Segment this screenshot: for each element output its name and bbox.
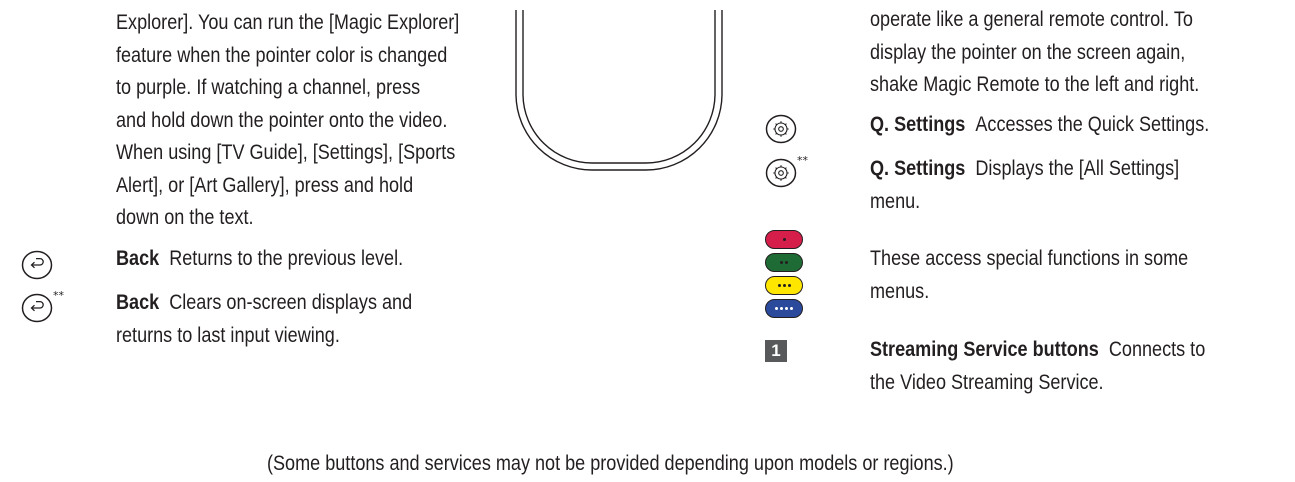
text-line: operate like a general remote control. T…: [870, 8, 1193, 31]
text-line: display the pointer on the screen again,: [870, 40, 1186, 64]
streaming-label: Streaming Service buttons: [870, 338, 1099, 361]
back-icon: [21, 293, 53, 323]
qsettings-longpress-item: Q. Settings Displays the [All Settings] …: [870, 153, 1179, 218]
color-buttons-description-line2: menus.: [870, 279, 930, 303]
pointer-description: Explorer]. You can run the [Magic Explor…: [116, 7, 459, 235]
availability-footnote: (Some buttons and services may not be pr…: [267, 452, 954, 475]
streaming-description-line2: the Video Streaming Service.: [870, 370, 1104, 394]
back-label: Back: [116, 291, 160, 314]
red-button-icon: [765, 230, 803, 249]
remote-outline: [515, 10, 723, 171]
long-press-mark: **: [797, 154, 808, 167]
qsettings-item: Q. Settings Accesses the Quick Settings.: [870, 109, 1209, 142]
blue-button-icon: [765, 299, 803, 318]
qsettings-description-line2: menu.: [870, 189, 921, 213]
text-line: shake Magic Remote to the left and right…: [870, 73, 1200, 96]
back-description: Clears on-screen displays and: [169, 291, 413, 314]
qsettings-description: Accesses the Quick Settings.: [975, 113, 1210, 136]
text-line: down on the text.: [116, 206, 254, 229]
color-buttons-description: These access special functions in some: [870, 247, 1189, 270]
text-line: Alert], or [Art Gallery], press and hold: [116, 173, 414, 197]
text-line: to purple. If watching a channel, press: [116, 76, 421, 99]
back-item: Back Returns to the previous level.: [116, 243, 403, 276]
color-buttons-item: These access special functions in some m…: [870, 243, 1188, 308]
yellow-button-icon: [765, 276, 803, 295]
gear-icon: [765, 114, 797, 144]
long-press-mark: **: [53, 289, 64, 302]
text-line: and hold down the pointer onto the video…: [116, 108, 448, 132]
green-button-icon: [765, 253, 803, 272]
qsettings-label: Q. Settings: [870, 113, 966, 136]
streaming-button-icon: 1: [765, 340, 787, 362]
back-description-line2: returns to last input viewing.: [116, 323, 340, 347]
streaming-item: Streaming Service buttons Connects to th…: [870, 334, 1205, 399]
gear-icon: [765, 158, 797, 188]
text-line: Explorer]. You can run the [Magic Explor…: [116, 11, 460, 34]
back-label: Back: [116, 247, 160, 270]
qsettings-description: Displays the [All Settings]: [975, 157, 1180, 180]
back-description: Returns to the previous level.: [169, 247, 404, 270]
text-line: feature when the pointer color is change…: [116, 43, 448, 67]
streaming-description: Connects to: [1108, 338, 1206, 361]
qsettings-label: Q. Settings: [870, 157, 966, 180]
back-icon: [21, 250, 53, 280]
pointer-hide-description: operate like a general remote control. T…: [870, 4, 1199, 102]
back-longpress-item: Back Clears on-screen displays and retur…: [116, 287, 412, 352]
text-line: When using [TV Guide], [Settings], [Spor…: [116, 141, 456, 164]
